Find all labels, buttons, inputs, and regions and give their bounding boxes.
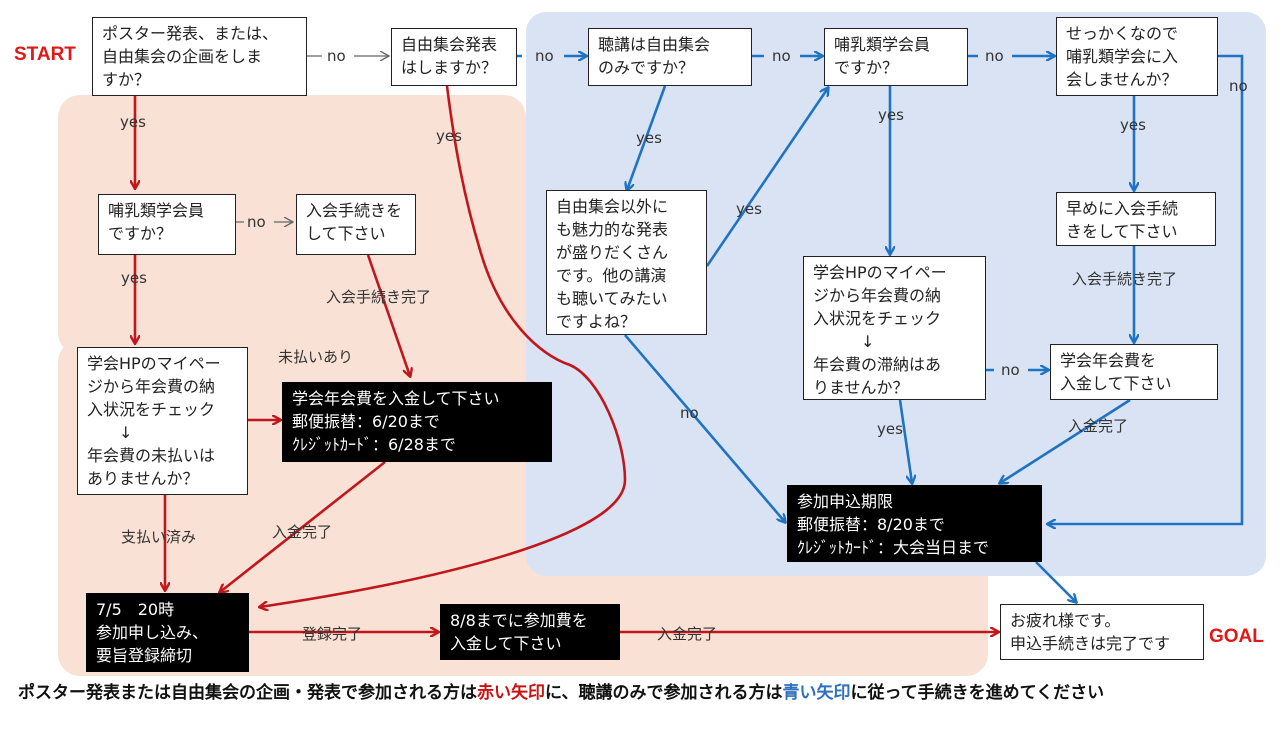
- arrow-join-done-red: [366, 254, 410, 376]
- footer-text: に、聴講のみで参加される方は: [545, 683, 783, 703]
- label-no: no: [327, 47, 346, 65]
- question-member-red: 哺乳類学会員 ですか？: [98, 194, 236, 255]
- question-join-invite: せっかくなので 哺乳類学会に入 会しませんか？: [1056, 17, 1218, 96]
- label-no: no: [1001, 361, 1020, 379]
- label-payment-complete: 入金完了: [1068, 417, 1129, 435]
- question-other-talks: 自由集会以外に も魅力的な発表 が盛りだくさん です。他の講演 も聴いてみたい …: [546, 190, 707, 335]
- blue-path-region-notch: [526, 350, 632, 370]
- arrow-paid-blue: [1000, 398, 1131, 483]
- pay-fee-red: 学会年会費を入金して下さい 郵便振替：6/20まで ｸﾚｼﾞｯﾄｶｰﾄﾞ：6/2…: [282, 382, 552, 462]
- label-no: no: [680, 404, 699, 422]
- label-yes: yes: [121, 269, 147, 287]
- arrow-yes-other: [705, 88, 828, 267]
- question-member-blue: 哺乳類学会員 ですか？: [824, 28, 968, 86]
- footer-text: に従って手続きを進めてください: [850, 683, 1105, 703]
- label-yes: yes: [878, 106, 904, 124]
- question-poster-or-free: ポスター発表、または、 自由集会の企画をしま すか？: [92, 17, 307, 96]
- arrow-paid-red: [220, 460, 386, 592]
- arrow-yes-listen: [627, 85, 667, 190]
- label-no: no: [535, 47, 554, 65]
- goal-complete: お疲れ様です。 申込手続きは完了です: [1000, 604, 1204, 660]
- footer-text: ポスター発表または自由集会の企画・発表で参加される方は: [18, 683, 477, 703]
- question-free-session-present: 自由集会発表 はしますか？: [391, 28, 517, 86]
- join-society-red: 入会手続きを して下さい: [296, 194, 416, 255]
- footer-red-arrow-text: 赤い矢印: [477, 683, 545, 703]
- label-payment-complete: 入金完了: [272, 523, 333, 541]
- label-yes: yes: [636, 129, 662, 147]
- pay-fee-blue: 学会年会費を 入金して下さい: [1050, 344, 1218, 400]
- check-fee-red: 学会HPのマイペー ジから年会費の納 入状況をチェック ↓ 年会費の未払いは あ…: [77, 347, 248, 495]
- label-yes: yes: [877, 420, 903, 438]
- arrow-no-other: [624, 334, 785, 522]
- label-payment-complete: 入金完了: [657, 625, 718, 643]
- label-no: no: [985, 47, 1004, 65]
- label-no: no: [247, 213, 266, 231]
- label-yes: yes: [736, 200, 762, 218]
- start-label: START: [14, 44, 76, 65]
- label-yes: yes: [1120, 116, 1146, 134]
- label-no: no: [1229, 77, 1248, 95]
- label-unpaid: 未払いあり: [278, 348, 354, 366]
- deadline-blue: 参加申込期限 郵便振替：8/20まで ｸﾚｼﾞｯﾄｶｰﾄﾞ：大会当日まで: [787, 485, 1042, 562]
- label-join-complete: 入会手続き完了: [326, 288, 432, 306]
- arrow-yes-free: [260, 85, 627, 607]
- label-paid-already: 支払い済み: [121, 528, 197, 546]
- footer-blue-arrow-text: 青い矢印: [782, 683, 851, 703]
- goal-label: GOAL: [1209, 626, 1264, 647]
- label-no: no: [772, 47, 791, 65]
- arrow-yes-check-blue: [898, 399, 912, 483]
- label-yes: yes: [436, 127, 462, 145]
- arrow-no-join: [1048, 54, 1244, 524]
- label-registered: 登録完了: [302, 625, 363, 643]
- footer-instructions: ポスター発表または自由集会の企画・発表で参加される方は赤い矢印に、聴講のみで参加…: [18, 681, 1273, 705]
- check-fee-blue: 学会HPのマイペー ジから年会費の納 入状況をチェック ↓ 年会費の滞納はあ り…: [803, 256, 986, 400]
- label-yes: yes: [120, 113, 146, 131]
- pay-participation-fee: 8/8までに参加費を 入金して下さい: [440, 604, 620, 660]
- question-listen-only: 聴講は自由集会 のみですか？: [588, 28, 752, 86]
- join-early-blue: 早めに入会手続 きをして下さい: [1056, 192, 1216, 246]
- deadline-red: 7/5 20時 参加申し込み、 要旨登録締切: [86, 593, 249, 672]
- arrow-deadline-goal: [1035, 561, 1076, 602]
- label-join-complete: 入会手続き完了: [1072, 270, 1178, 288]
